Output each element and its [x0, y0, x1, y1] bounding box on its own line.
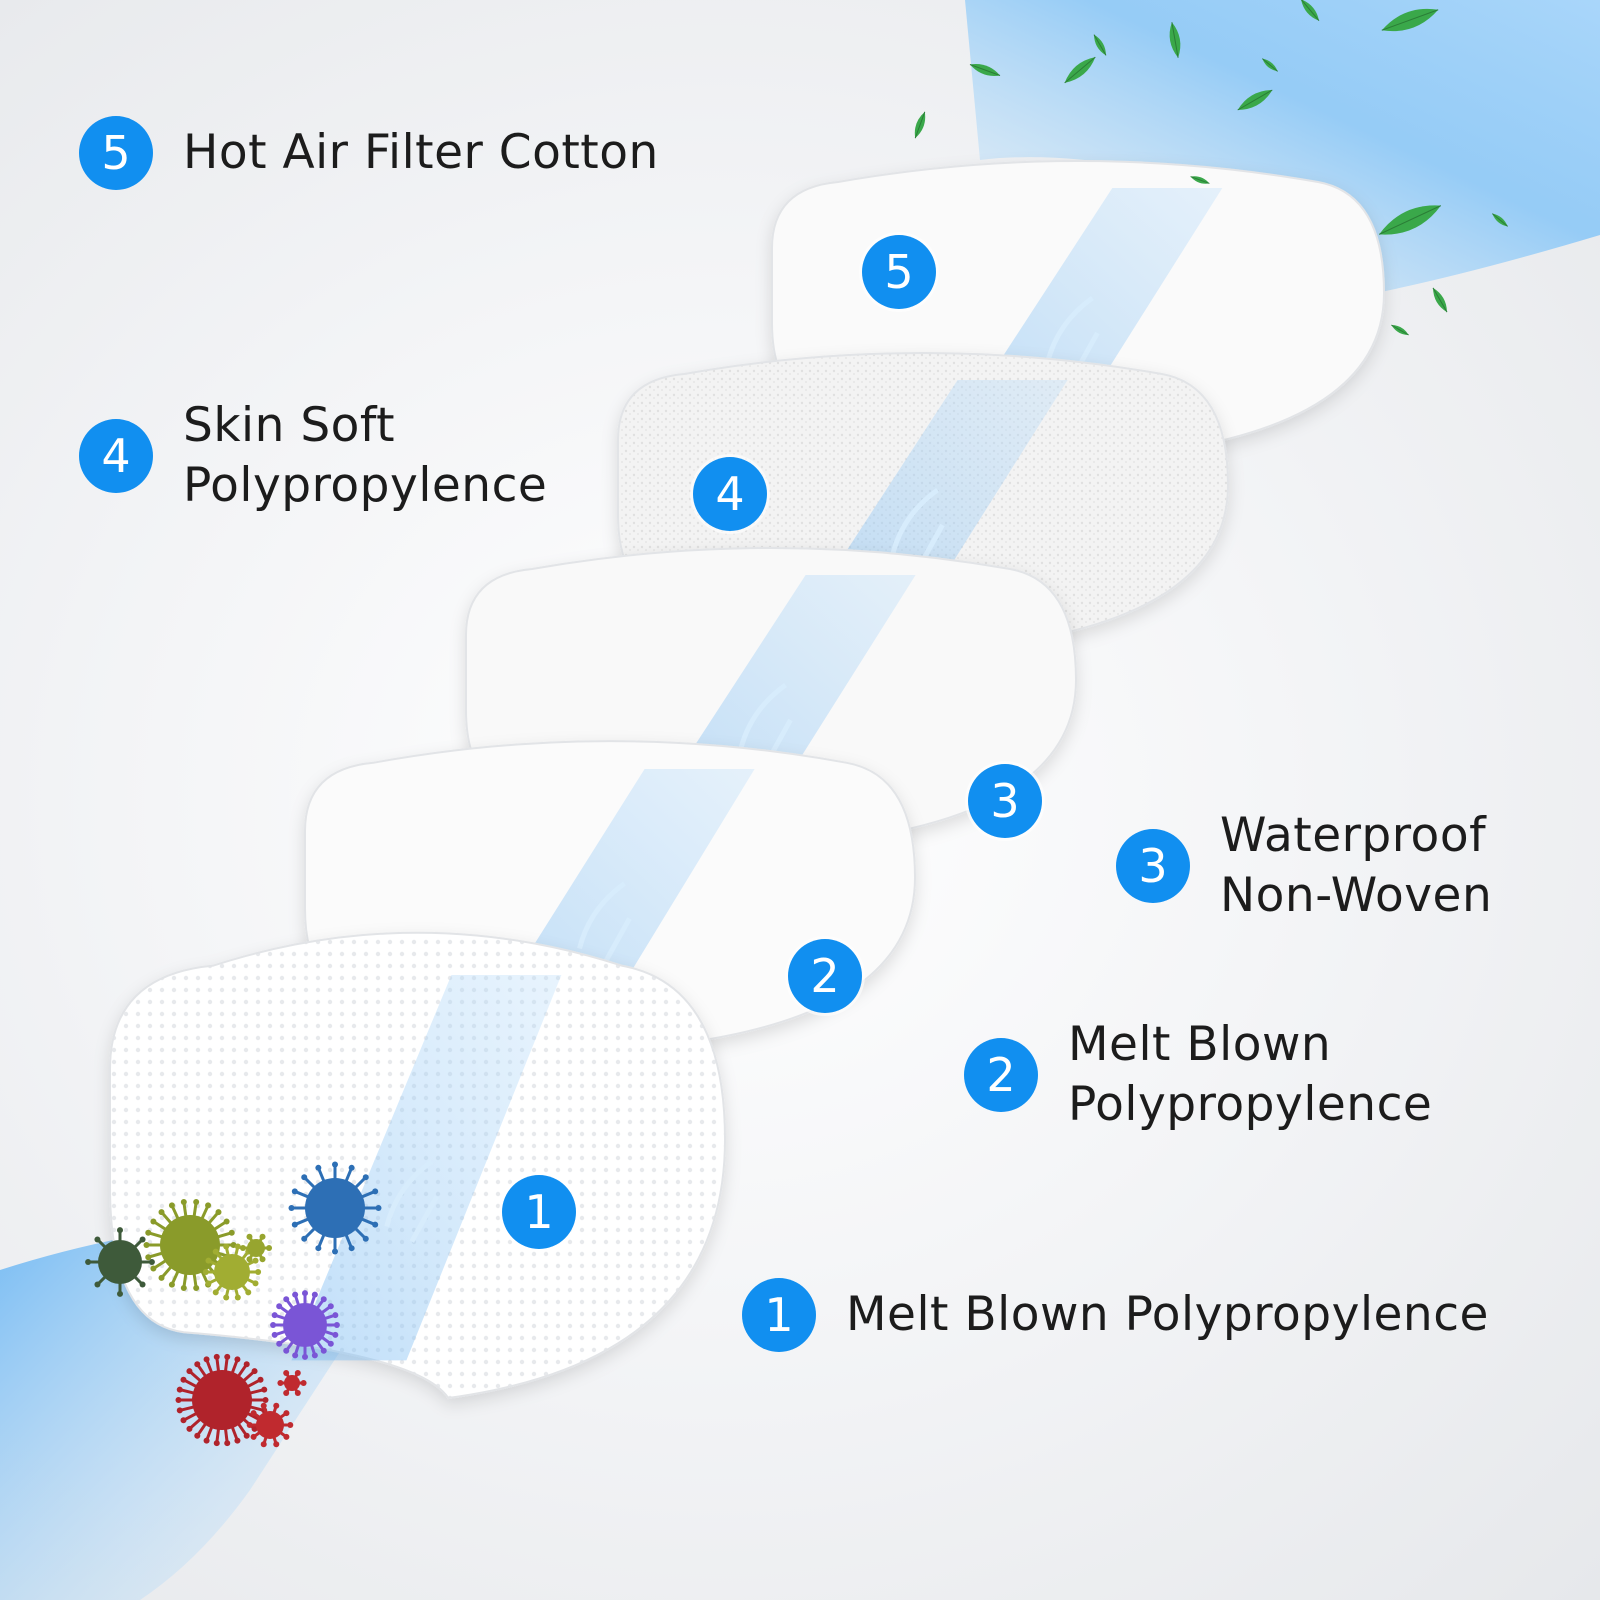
germ-icon	[270, 1290, 340, 1360]
germ-icon	[239, 1233, 273, 1263]
panel-badge-4: 4	[693, 457, 767, 531]
layer-name: Skin Soft Polypropylence	[183, 398, 548, 513]
layer-number-badge: 2	[964, 1038, 1038, 1112]
leaf-icon	[1492, 213, 1508, 227]
layer-label-5: 5 Hot Air Filter Cotton	[79, 116, 659, 190]
airflow-arrow-icon	[602, 917, 632, 965]
layer-name: Melt Blown Polypropylence	[1068, 1017, 1433, 1132]
panel-badge-1: 1	[502, 1175, 576, 1249]
leaf-icon	[1093, 34, 1107, 56]
airflow-arrow-icon	[409, 1195, 439, 1243]
airflow-arrow-icon	[738, 682, 787, 751]
layer-name: Melt Blown Polypropylence	[846, 1287, 1489, 1342]
germ-icon	[85, 1227, 155, 1297]
layer-name: Hot Air Filter Cotton	[183, 125, 659, 180]
leaf-icon	[969, 64, 1001, 76]
leaf-icon	[1262, 58, 1278, 72]
airflow-arrow-icon	[890, 487, 939, 556]
leaf-icon	[1064, 56, 1096, 84]
leaf-icon	[1300, 0, 1320, 22]
panel-badge-2: 2	[788, 939, 862, 1013]
germ-icon	[175, 1353, 269, 1447]
layer-number-badge: 3	[1116, 829, 1190, 903]
airflow-arrow-icon	[577, 881, 626, 950]
leaf-icon	[1378, 205, 1442, 235]
leaf-icon	[1432, 287, 1448, 313]
leaf-icon	[1237, 89, 1273, 111]
layer-label-1: 1 Melt Blown Polypropylence	[742, 1278, 1489, 1352]
germ-icon	[246, 1402, 294, 1448]
panel-badge-3: 3	[968, 764, 1042, 838]
leaf-icon	[914, 111, 926, 139]
airflow-arrow-icon	[384, 1159, 434, 1228]
airflow-arrow-icon	[1044, 295, 1094, 364]
germ-icon	[288, 1161, 382, 1255]
germ-icon	[202, 1243, 262, 1301]
layer-label-4: 4 Skin Soft Polypropylence	[79, 396, 547, 516]
layer-number-badge: 1	[742, 1278, 816, 1352]
layer-label-2: 2 Melt Blown Polypropylence	[964, 1015, 1432, 1135]
leaf-icon	[1381, 8, 1439, 32]
panel-badge-5: 5	[862, 235, 936, 309]
layer-number-badge: 5	[79, 116, 153, 190]
airflow-out	[965, 0, 1600, 300]
layer-number-badge: 4	[79, 419, 153, 493]
leaf-icon	[1190, 176, 1210, 184]
layer-label-3: 3 Waterproof Non-Woven	[1116, 806, 1492, 926]
leaf-icon	[1391, 324, 1409, 336]
germ-icon	[277, 1369, 307, 1397]
filter-panel-1	[109, 931, 727, 1400]
layer-name: Waterproof Non-Woven	[1220, 808, 1493, 923]
leaf-icon	[1169, 22, 1181, 58]
